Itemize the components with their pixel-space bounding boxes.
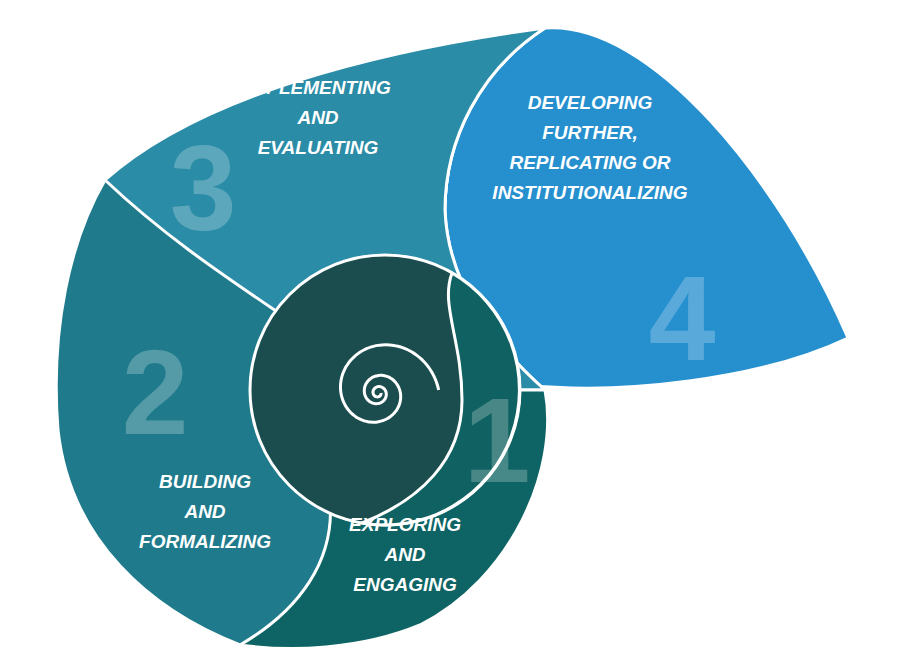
shell-base-shape [56, 28, 547, 648]
stage-label: IMPLEMENTING AND EVALUATING [245, 73, 391, 163]
spiral-line [340, 345, 438, 422]
shell-chamber: 2BUILDING AND FORMALIZING [55, 180, 345, 645]
stage-number: 4 [649, 258, 716, 378]
stage-number: 3 [170, 128, 237, 248]
shell-chamber: 1EXPLORING AND ENGAGING [240, 300, 545, 650]
stage-label: BUILDING AND FORMALIZING [139, 467, 271, 557]
shell-chamber: 3IMPLEMENTING AND EVALUATING [105, 28, 545, 390]
shell-chamber: 4 DEVELOPING FURTHER, REPLICATING OR INST… [440, 28, 850, 395]
stage-label: DEVELOPING FURTHER, REPLICATING OR INSTI… [492, 88, 687, 208]
stage-label: EXPLORING AND ENGAGING [349, 510, 461, 600]
stage-number: 1 [464, 380, 531, 500]
stage-number: 2 [122, 332, 189, 452]
